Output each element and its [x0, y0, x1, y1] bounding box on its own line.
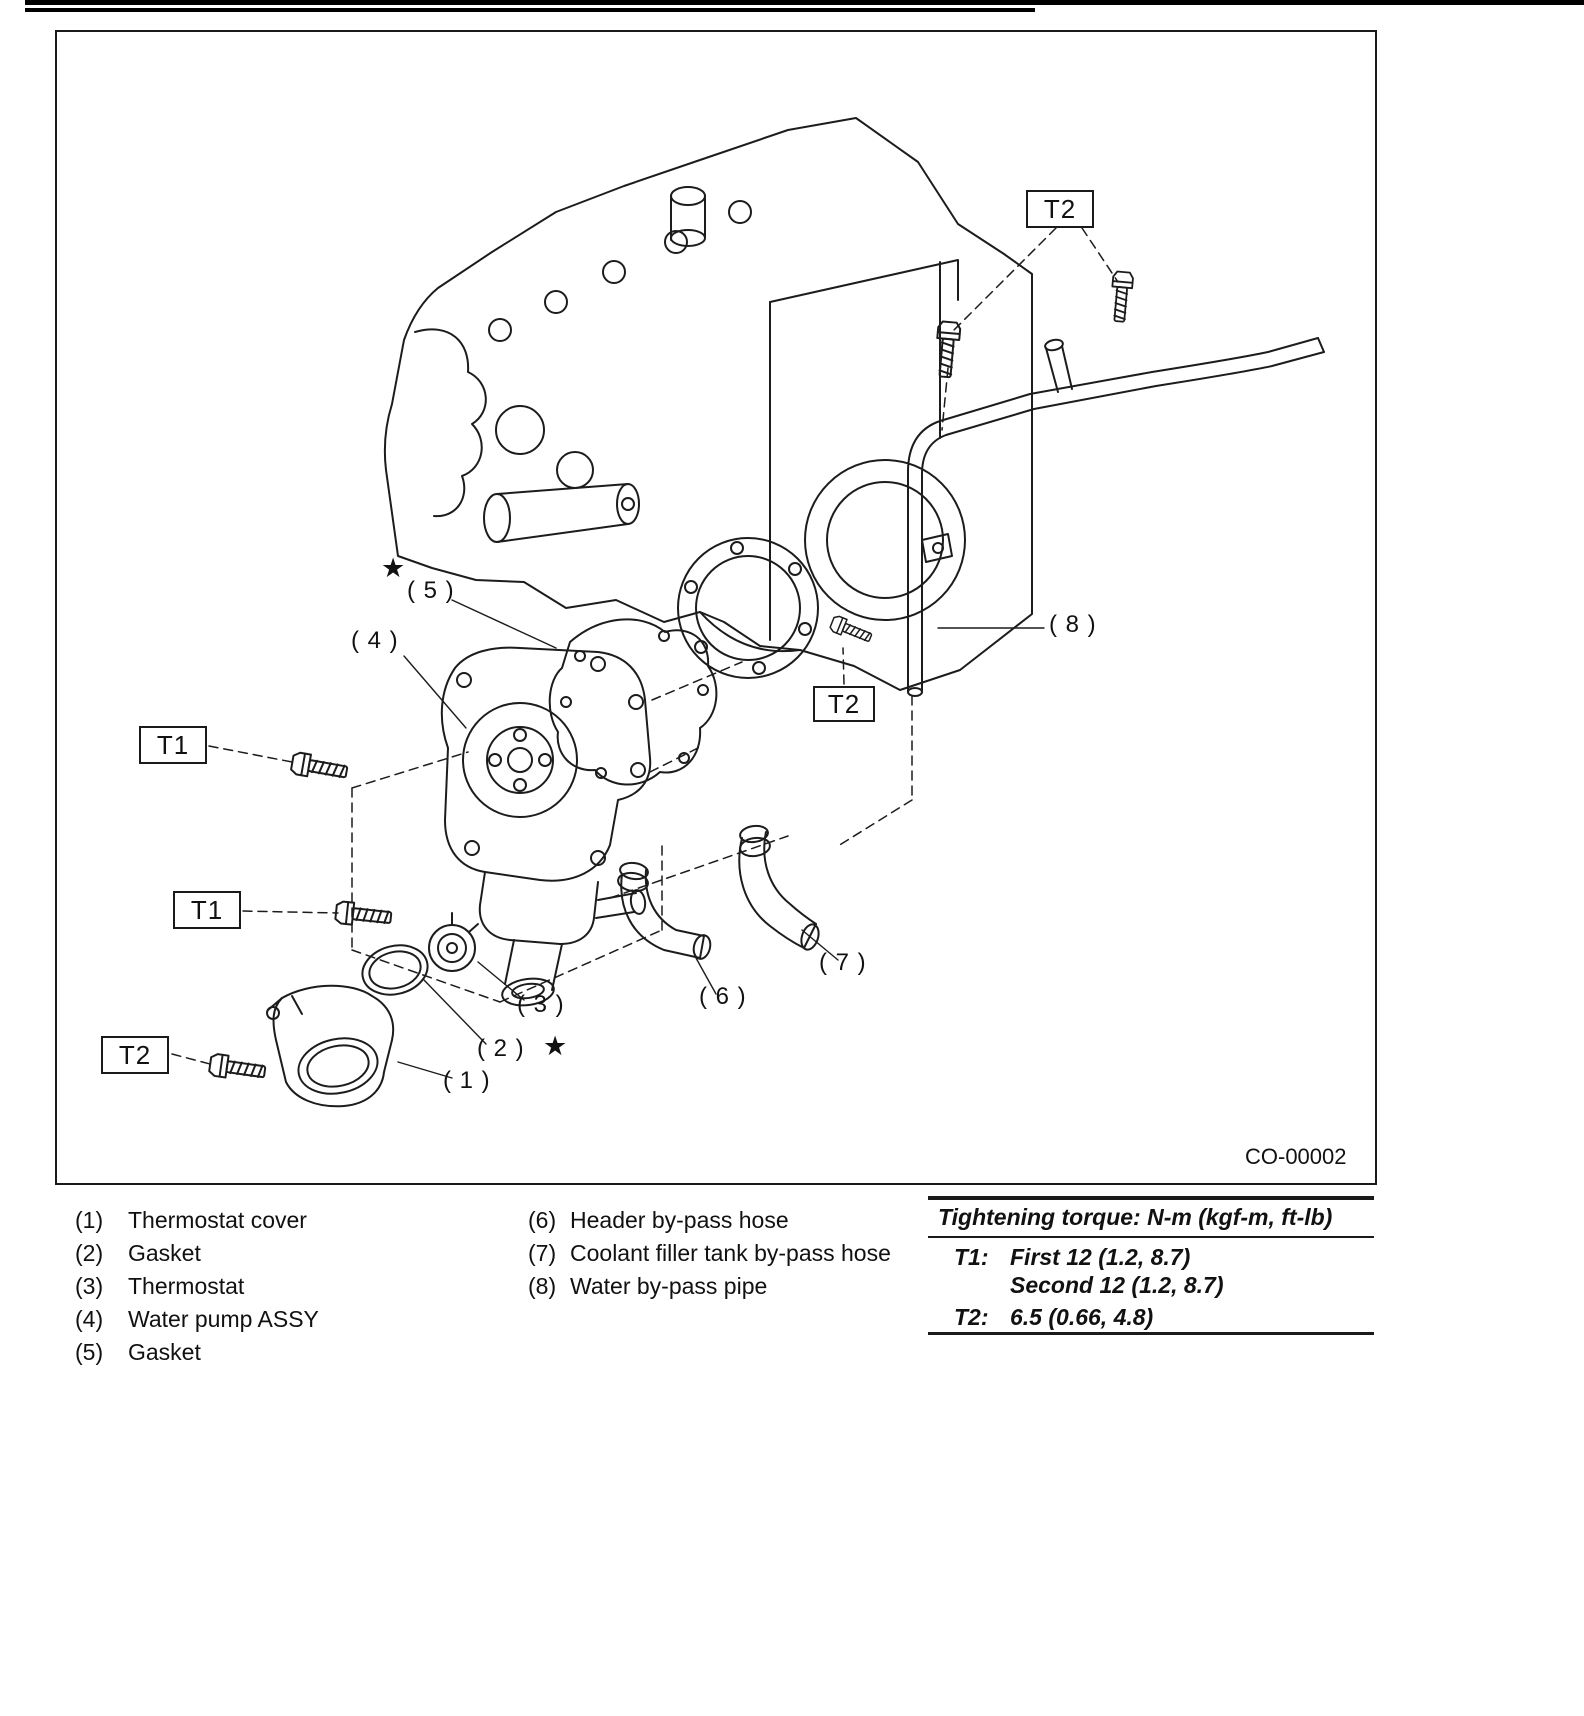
thermostat-cover [266, 984, 395, 1108]
part-callout-5: ( 5 ) [407, 577, 455, 604]
part-callout-1: ( 1 ) [443, 1067, 491, 1094]
legend-item-number: (4) [75, 1306, 104, 1332]
tightening-torque-panel: Tightening torque: N-m (kgf-m, ft-lb) T1… [928, 1192, 1374, 1342]
part-callout-8: ( 8 ) [1049, 611, 1097, 638]
legend-item-number: (8) [528, 1273, 557, 1299]
gasket-2 [361, 944, 429, 996]
legend-item: (7) Coolant filler tank by-pass hose [528, 1237, 928, 1270]
legend-item: (4) Water pump ASSY [75, 1303, 505, 1336]
legend-item: (5) Gasket [75, 1336, 505, 1369]
legend-item: (1) Thermostat cover [75, 1204, 505, 1237]
header-bypass-hose [617, 861, 712, 960]
torque-callout-t2-mid: T2 [813, 686, 875, 722]
torque-panel-bottom-rule [928, 1332, 1374, 1335]
legend-item-label: Header by-pass hose [570, 1207, 789, 1233]
part-callout-4: ( 4 ) [351, 627, 399, 654]
legend-item-label: Water pump ASSY [128, 1306, 319, 1332]
legend-item-label: Gasket [128, 1339, 201, 1365]
torque-t2-value: 6.5 (0.66, 4.8) [1010, 1304, 1154, 1330]
legend-item: (3) Thermostat [75, 1270, 505, 1303]
assembly-dashed-lines [171, 227, 1119, 1065]
page-top-rule-2 [25, 8, 1035, 12]
part-callout-2: ( 2 ) [477, 1035, 525, 1062]
torque-callout-t1-upper: T1 [139, 726, 207, 764]
legend-item-label: Thermostat cover [128, 1207, 307, 1233]
legend-item-label: Coolant filler tank by-pass hose [570, 1240, 891, 1266]
legend-item-label: Gasket [128, 1240, 201, 1266]
legend-item-number: (6) [528, 1207, 557, 1233]
legend-item-number: (2) [75, 1240, 104, 1266]
torque-callout-t1-lower: T1 [173, 891, 241, 929]
gasket-5 [548, 618, 718, 786]
legend-item-label: Thermostat [128, 1273, 245, 1299]
coolant-filler-tank-bypass-hose [738, 824, 820, 951]
parts-legend-col-1: (1) Thermostat cover (2) Gasket (3) Ther… [75, 1204, 505, 1369]
page-top-rule-1 [25, 0, 1584, 5]
parts-legend-col-2: (6) Header by-pass hose (7) Coolant fill… [528, 1204, 928, 1303]
legend-item-number: (1) [75, 1207, 104, 1233]
torque-t2-key: T2: [954, 1304, 989, 1330]
diagram-frame [55, 30, 1377, 1185]
legend-item: (2) Gasket [75, 1237, 505, 1270]
water-pump-assy [440, 646, 652, 1007]
torque-panel-title: Tightening torque: N-m (kgf-m, ft-lb) [938, 1204, 1333, 1230]
torque-panel-mid-rule [928, 1236, 1374, 1238]
torque-callout-label: T1 [190, 894, 224, 925]
callout-leader-lines [397, 599, 1045, 1079]
torque-t1-value-second: Second 12 (1.2, 8.7) [1010, 1272, 1224, 1298]
drawing-code: CO-00002 [1245, 1144, 1347, 1169]
selective-part-star: ★ [381, 553, 406, 583]
part-callout-6: ( 6 ) [699, 983, 747, 1010]
mounting-bolts [207, 270, 1135, 1084]
water-bypass-pipe [907, 337, 1325, 697]
legend-item: (8) Water by-pass pipe [528, 1270, 928, 1303]
part-callout-7: ( 7 ) [819, 949, 867, 976]
torque-panel-top-rule [928, 1196, 1374, 1200]
torque-callout-label: T2 [1043, 193, 1077, 224]
torque-callout-label: T1 [156, 729, 190, 760]
thermostat [428, 912, 479, 972]
torque-t1-key: T1: [954, 1244, 989, 1270]
legend-item: (6) Header by-pass hose [528, 1204, 928, 1237]
legend-item-number: (5) [75, 1339, 104, 1365]
legend-item-number: (3) [75, 1273, 104, 1299]
torque-t1-value-first: First 12 (1.2, 8.7) [1010, 1244, 1191, 1270]
torque-callout-t2-top: T2 [1026, 190, 1094, 228]
selective-part-star: ★ [543, 1031, 568, 1061]
engine-block [383, 117, 1033, 691]
legend-item-number: (7) [528, 1240, 557, 1266]
torque-callout-label: T2 [118, 1039, 152, 1070]
torque-callout-label: T2 [827, 688, 861, 719]
legend-item-label: Water by-pass pipe [570, 1273, 768, 1299]
torque-callout-t2-lower-left: T2 [101, 1036, 169, 1074]
part-callout-3: ( 3 ) [517, 991, 565, 1018]
